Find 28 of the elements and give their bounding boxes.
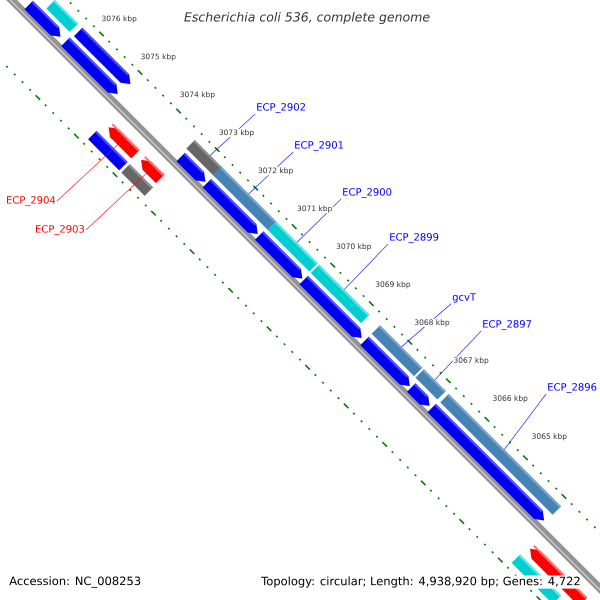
leader-line: [434, 330, 482, 380]
gene-label: ECP_2904: [7, 196, 56, 206]
gene-label: ECP_2902: [257, 103, 305, 113]
gene-label: gcvT: [452, 293, 476, 303]
gene-label: ECP_2897: [483, 320, 532, 330]
gene-feature: [24, 0, 60, 37]
gene-feature: [360, 336, 410, 386]
gene-feature: [300, 276, 362, 338]
title: Escherichia coli 536, complete genome: [184, 12, 430, 24]
leader-line: [344, 244, 388, 290]
gene-label: ECP_2896: [548, 383, 596, 393]
gene-label: ECP_2899: [390, 233, 438, 243]
genome-info-text: Topology: circular; Length: 4,938,920 bp; Genes: 4,722: [260, 575, 582, 589]
leader-line: [296, 198, 342, 243]
gene-feature: [176, 152, 206, 182]
leader-line: [56, 144, 118, 202]
gene-label: ECP_2903: [36, 225, 84, 235]
gene-label: ECP_2901: [295, 141, 344, 151]
gene-feature: [141, 156, 164, 184]
gene-feature: [202, 178, 258, 234]
accession-text: Accession: NC_008253: [8, 575, 142, 589]
gene-label: ECP_2900: [343, 188, 392, 198]
leader-line: [504, 394, 546, 450]
gene-feature: [406, 383, 430, 406]
leader-line: [86, 173, 147, 230]
gene-feature: [254, 231, 302, 279]
gene-feature: [108, 124, 140, 158]
gene-feature: [74, 28, 130, 84]
